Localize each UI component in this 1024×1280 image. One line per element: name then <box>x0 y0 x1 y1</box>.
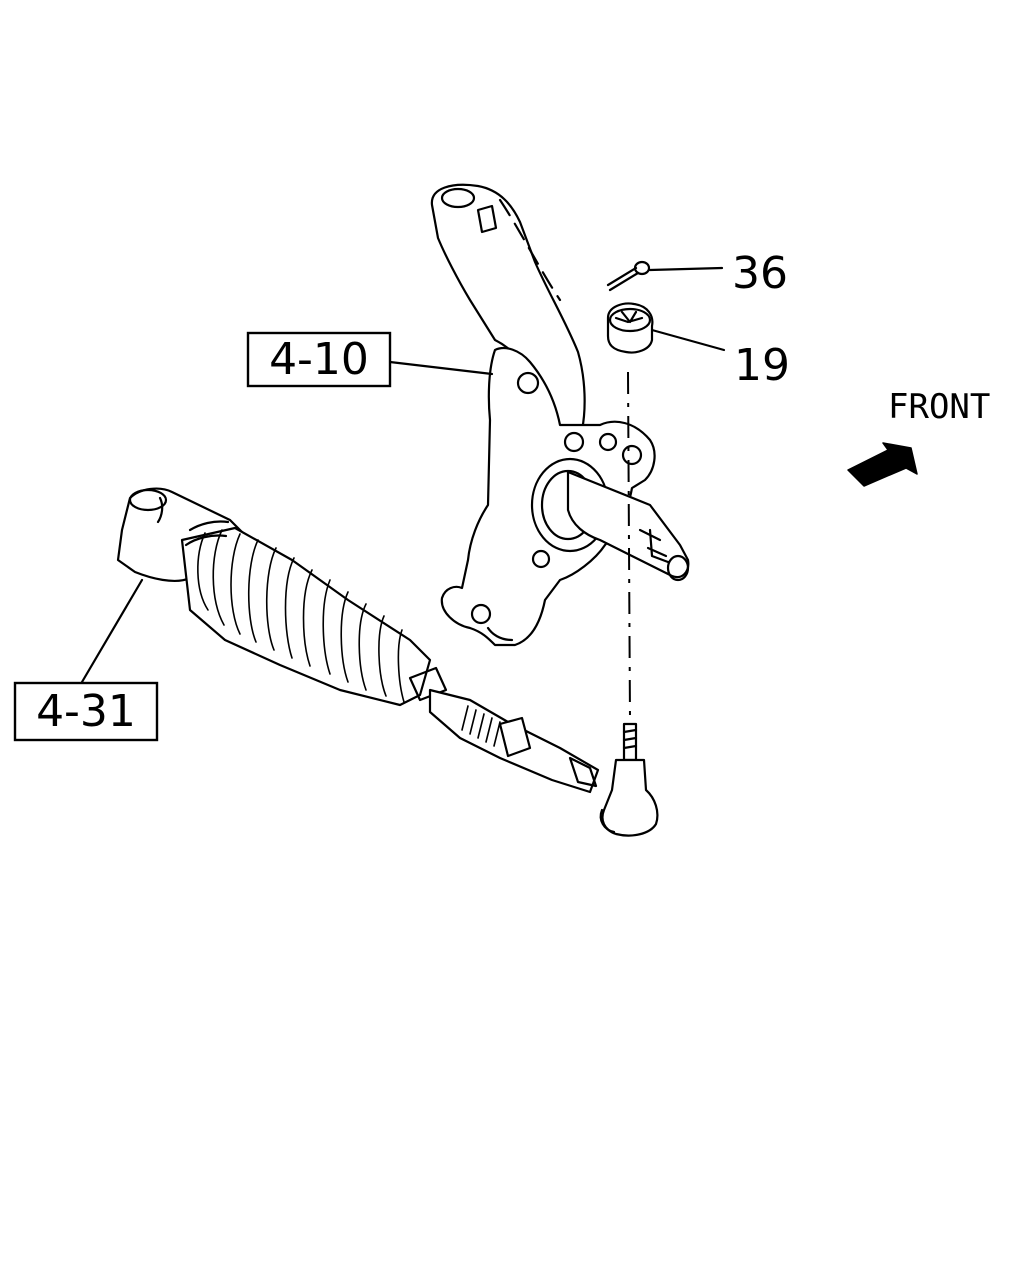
callout-36: 36 <box>732 248 788 299</box>
steering-knuckle <box>430 183 690 647</box>
leader-lines <box>80 266 726 684</box>
front-arrow-icon <box>847 442 918 487</box>
callout-4-10: 4-10 <box>246 331 392 388</box>
callout-box <box>246 331 392 388</box>
tie-rod-end <box>599 722 659 837</box>
tie-rod-boot-assembly <box>116 487 600 794</box>
assembly-centerline <box>627 371 631 721</box>
callout-box <box>13 681 159 742</box>
front-label: FRONT <box>888 387 990 427</box>
callout-text: 4-31 <box>36 686 136 737</box>
cotter-pin <box>606 260 651 292</box>
callout-19: 19 <box>734 340 790 391</box>
castle-nut <box>606 302 654 354</box>
front-direction-indicator: FRONT <box>847 387 990 487</box>
callout-text: 4-10 <box>269 334 369 385</box>
callout-4-31: 4-31 <box>13 681 159 742</box>
